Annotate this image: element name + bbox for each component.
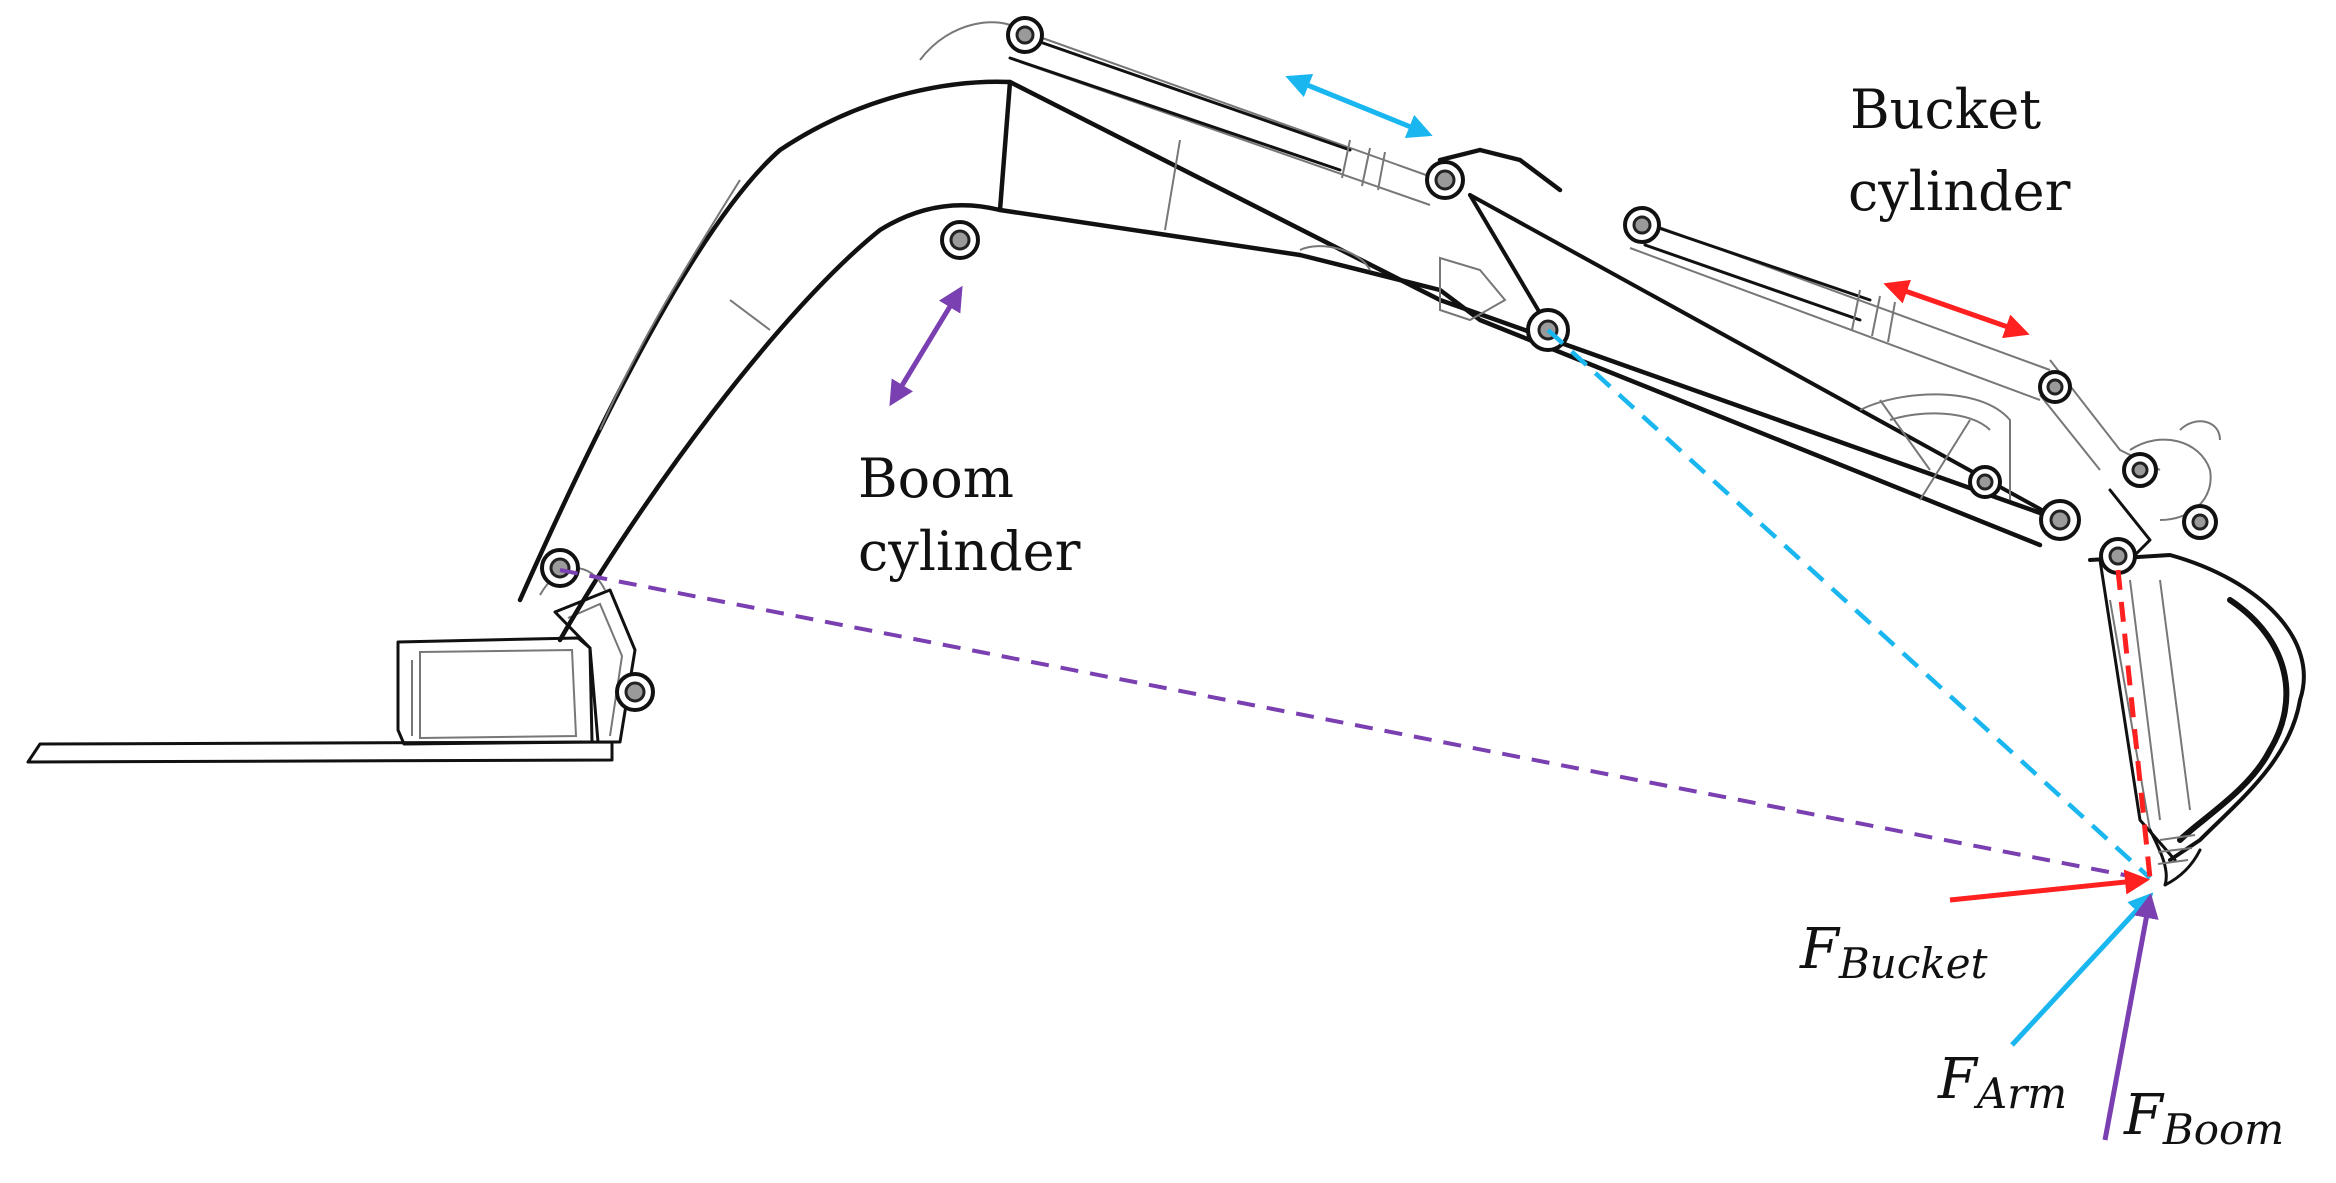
pin-arm-cylinder-rod [1425,160,1465,200]
pin-arm-cylinder-base [1006,16,1044,54]
f-boom-subscript: Boom [2162,1105,2284,1154]
arm-cylinder-arrow [1285,73,1433,139]
boom-cylinder-label: Boom cylinder [858,447,1081,583]
f-boom-symbol: F [2123,1083,2165,1148]
pin-bucket-cylinder-base [1623,206,1661,244]
pin-boom-cylinder-base [615,672,655,712]
pin-bucket-cylinder-rod [2038,370,2072,404]
moment-arm-lines [559,328,2153,882]
f-bucket-label: FBucket [1799,917,1988,988]
f-arm-arrow [2010,892,2154,1047]
f-bucket-symbol: F [1799,917,1841,982]
boom-cylinder-label-line2: cylinder [858,520,1081,583]
base-platform [26,588,637,764]
pin-arm-bucket [2039,499,2081,541]
f-bucket-arrow [1949,869,2150,903]
svg-text:FArm: FArm [1937,1047,2067,1118]
bucket-cylinder-label-line2: cylinder [1848,160,2071,223]
f-arm-subscript: Arm [1973,1069,2067,1118]
bucket-cylinder-arrow [1883,279,2030,339]
boom-moment-line [559,568,2151,882]
pin-boom-cylinder-rod [940,220,980,260]
force-arrows [1949,869,2159,1141]
arm [1297,147,2063,548]
svg-text:FBucket: FBucket [1799,917,1988,988]
arm-moment-line [1546,328,2152,880]
bucket-cylinder-label-line1: Bucket [1850,78,2041,141]
f-boom-arrow [2102,893,2159,1141]
bucket-moment-line [2115,569,2153,879]
boom-cylinder-arrow [889,285,963,407]
f-boom-label: FBoom [2123,1083,2284,1154]
pin-joints [540,16,2218,712]
pin-bucket-hinge [2099,537,2137,575]
boom [517,79,1443,643]
svg-text:FBoom: FBoom [2123,1083,2284,1154]
f-arm-label: FArm [1937,1047,2067,1118]
pin-link-2 [2122,452,2158,488]
arm-cylinder [919,21,1441,206]
f-bucket-subscript: Bucket [1838,939,1988,988]
bucket [2088,420,2306,887]
pin-link-1 [1968,465,2002,499]
pin-boom-base [540,548,580,588]
bucket-cylinder-label: Bucket cylinder [1848,78,2071,223]
motion-arrows [889,73,2030,407]
f-arm-symbol: F [1937,1047,1979,1112]
pin-link-3 [2182,504,2218,540]
boom-cylinder-label-line1: Boom [858,447,1014,510]
bucket-cylinder [1629,219,2161,471]
